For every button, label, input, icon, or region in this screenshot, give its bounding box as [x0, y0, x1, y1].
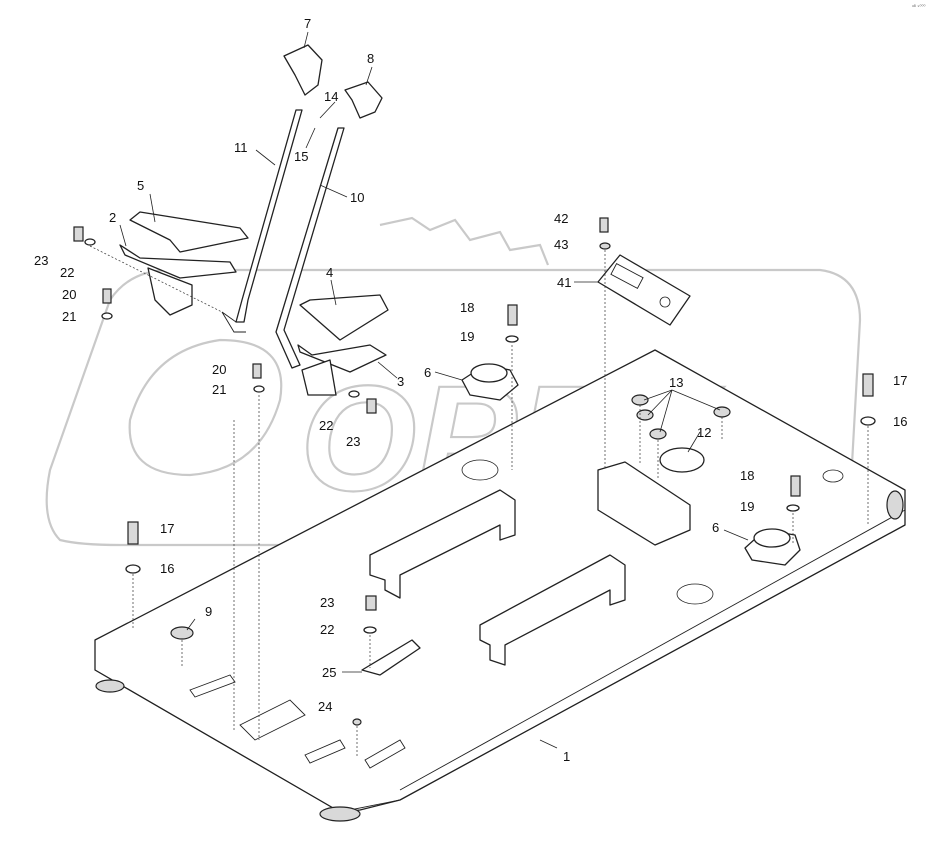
label-24: 24 [318, 699, 332, 714]
pedals [119, 211, 389, 396]
label-2: 2 [109, 210, 116, 225]
cover-plate [597, 254, 691, 326]
plug-9 [170, 626, 194, 640]
label-8: 8 [367, 51, 374, 66]
label-41: 41 [557, 275, 571, 290]
label-11: 11 [234, 140, 248, 155]
label-42: 42 [554, 211, 568, 226]
label-18b: 18 [740, 468, 754, 483]
label-7: 7 [304, 16, 311, 31]
mount-right [744, 528, 801, 566]
label-9: 9 [205, 604, 212, 619]
assembly-lines [89, 245, 869, 758]
plate-25 [361, 639, 421, 676]
label-1: 1 [563, 749, 570, 764]
label-4: 4 [326, 265, 333, 280]
corner-mark: ᵃᴮ ⁹⁰⁰⁰ [912, 4, 925, 10]
label-13: 13 [669, 375, 683, 390]
label-5: 5 [137, 178, 144, 193]
label-43: 43 [554, 237, 568, 252]
label-23c: 23 [320, 595, 334, 610]
label-12: 12 [697, 425, 711, 440]
label-22b: 22 [319, 418, 333, 433]
leader-lines [119, 31, 749, 749]
fasteners [73, 217, 876, 726]
label-20b: 20 [212, 362, 226, 377]
label-6: 6 [424, 365, 431, 380]
label-16b: 16 [160, 561, 174, 576]
label-17: 17 [893, 373, 907, 388]
label-3: 3 [397, 374, 404, 389]
label-19: 19 [460, 329, 474, 344]
label-21b: 21 [212, 382, 226, 397]
label-20: 20 [62, 287, 76, 302]
label-14: 14 [324, 89, 338, 104]
label-23b: 23 [346, 434, 360, 449]
mount-left [461, 363, 519, 401]
levers [221, 44, 383, 369]
label-21: 21 [62, 309, 76, 324]
label-25: 25 [322, 665, 336, 680]
part-labels: 7 8 14 15 11 10 5 2 23 22 20 21 4 20 21 … [34, 16, 907, 764]
label-17b: 17 [160, 521, 174, 536]
label-22: 22 [60, 265, 74, 280]
label-10: 10 [350, 190, 364, 205]
label-23: 23 [34, 253, 48, 268]
tunnel-channels [369, 489, 626, 666]
label-6b: 6 [712, 520, 719, 535]
label-19b: 19 [740, 499, 754, 514]
label-22c: 22 [320, 622, 334, 637]
label-15: 15 [294, 149, 308, 164]
label-16: 16 [893, 414, 907, 429]
control-box [597, 394, 731, 546]
label-18: 18 [460, 300, 474, 315]
